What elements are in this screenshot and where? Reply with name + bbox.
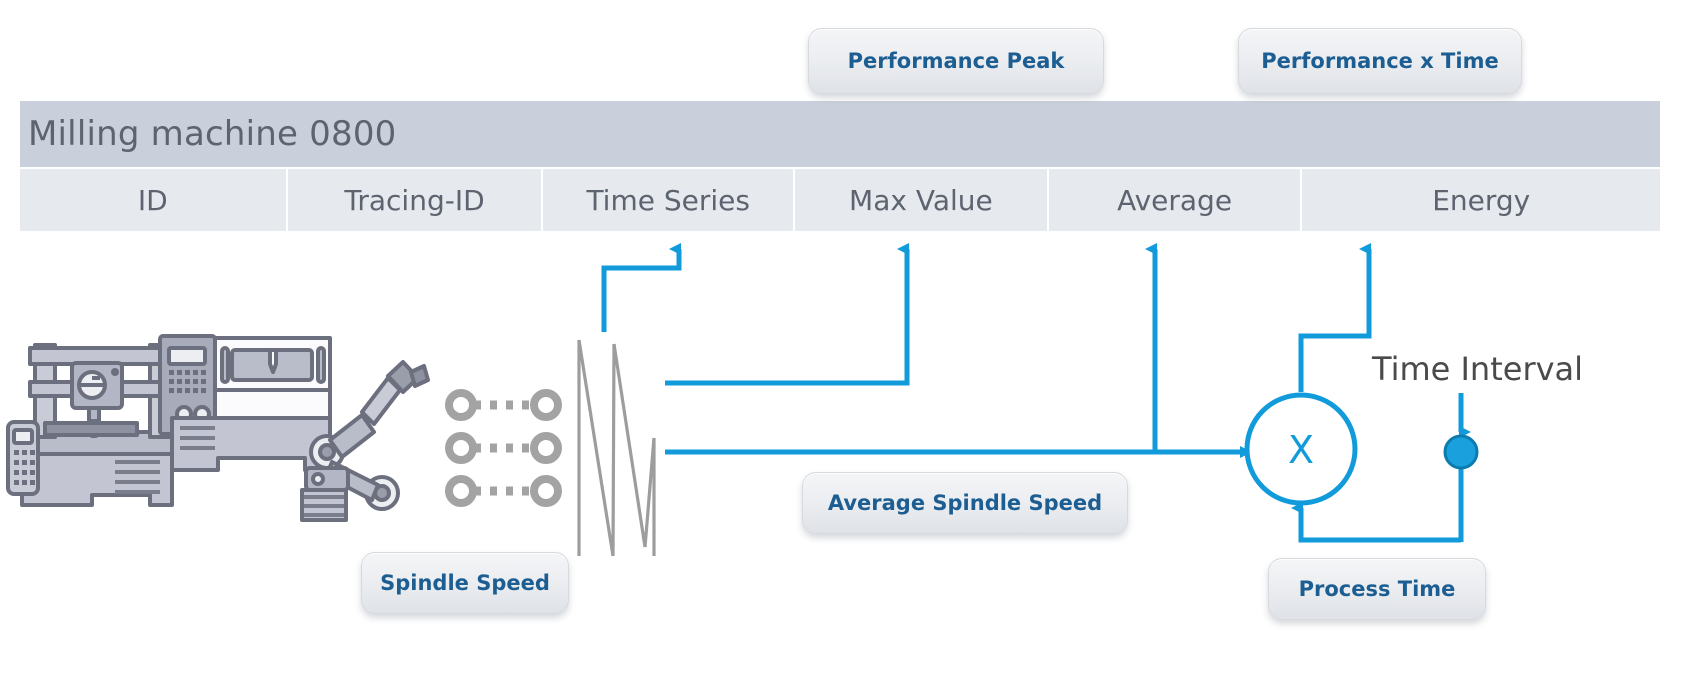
multiply-node-label: X <box>1288 428 1314 472</box>
machine-data-table: Milling machine 0800 ID Tracing-ID Time … <box>20 101 1660 231</box>
page-title: Milling machine 0800 <box>28 114 397 154</box>
connector-row <box>445 432 562 464</box>
table-column-header-average[interactable]: Average <box>1048 169 1301 231</box>
spindle-speed-waveform <box>577 339 656 557</box>
performance-x-time-button[interactable]: Performance x Time <box>1238 28 1522 94</box>
time-interval-dot <box>1443 434 1479 470</box>
flow-process-time <box>1291 502 1461 543</box>
process-time-button[interactable]: Process Time <box>1268 558 1486 620</box>
table-column-header-id[interactable]: ID <box>20 169 286 231</box>
table-column-header-tracing-id[interactable]: Tracing-ID <box>287 169 542 231</box>
table-column-header-time-series[interactable]: Time Series <box>543 169 794 231</box>
connector-row <box>445 475 562 507</box>
performance-peak-button[interactable]: Performance Peak <box>808 28 1104 94</box>
connector-row <box>445 389 562 421</box>
table-column-header-energy[interactable]: Energy <box>1302 169 1660 231</box>
flow-arrows <box>601 243 1471 543</box>
average-spindle-speed-button[interactable]: Average Spindle Speed <box>802 472 1128 534</box>
milling-machine-icon <box>6 334 430 522</box>
flow-time-series <box>601 243 682 332</box>
table-header-row: ID Tracing-ID Time Series Max Value Aver… <box>20 169 1660 231</box>
table-title-bar: Milling machine 0800 <box>20 101 1660 167</box>
table-column-header-max-value[interactable]: Max Value <box>795 169 1047 231</box>
sensor-connector-links <box>445 389 562 507</box>
multiply-node-circle <box>1244 392 1358 506</box>
spindle-speed-button[interactable]: Spindle Speed <box>361 552 569 614</box>
flow-energy <box>1298 243 1372 392</box>
time-interval-label: Time Interval <box>1372 350 1584 388</box>
flow-max-value <box>665 243 910 386</box>
